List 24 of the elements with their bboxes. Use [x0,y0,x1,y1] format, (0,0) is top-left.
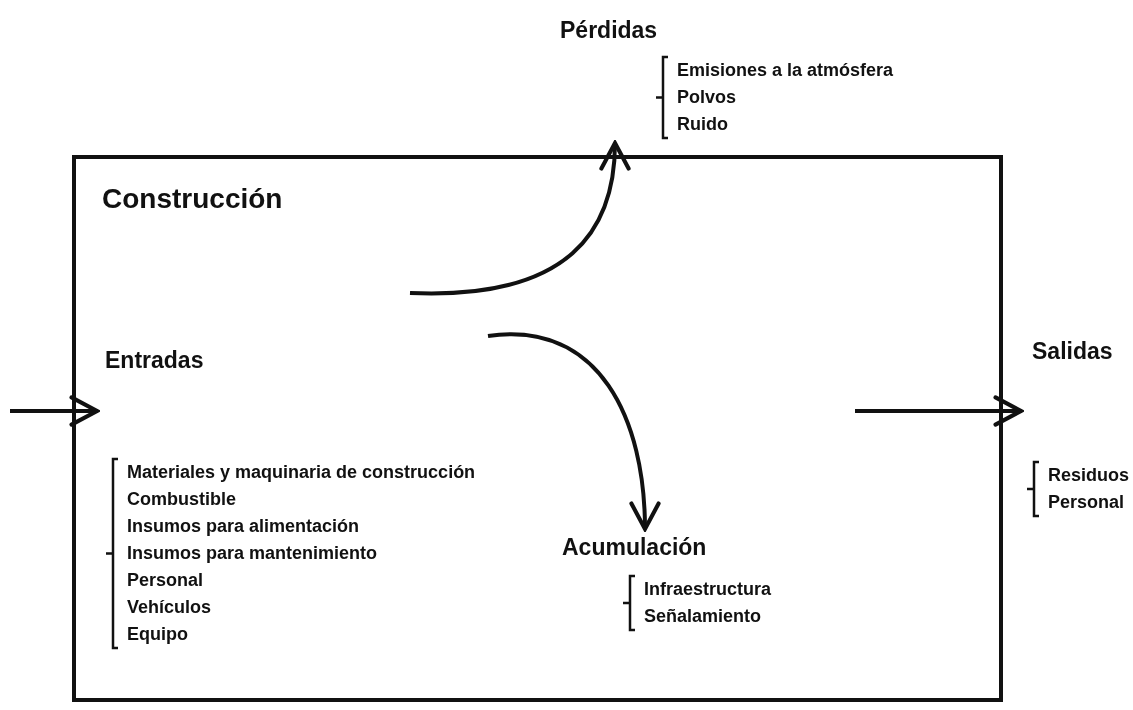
box-title: Construcción [102,183,283,215]
list-item: Vehículos [127,596,213,619]
arrow [487,332,660,532]
list-item: Equipo [127,623,189,646]
arrow [855,395,1024,427]
list-item: Insumos para mantenimiento [127,542,379,565]
list-item: Polvos [677,86,738,109]
node-heading: Pérdidas [560,17,658,44]
list-item: Personal [1048,491,1126,514]
list-item: Residuos [1048,464,1130,487]
arrow [10,395,100,427]
list-item: Personal [127,569,205,592]
node-heading: Acumulación [562,534,707,561]
arrow [410,140,630,296]
boundary-box [72,155,1003,702]
list-item: Ruido [677,113,729,136]
list-item: Infraestructura [644,578,772,601]
list-item: Materiales y maquinaria de construcción [127,461,476,484]
list-item: Señalamiento [644,605,763,628]
list-item: Combustible [127,488,237,511]
list-item: Insumos para alimentación [127,515,361,538]
node-heading: Salidas [1032,338,1113,365]
node-heading: Entradas [105,347,204,374]
list-item: Emisiones a la atmósfera [677,59,894,82]
